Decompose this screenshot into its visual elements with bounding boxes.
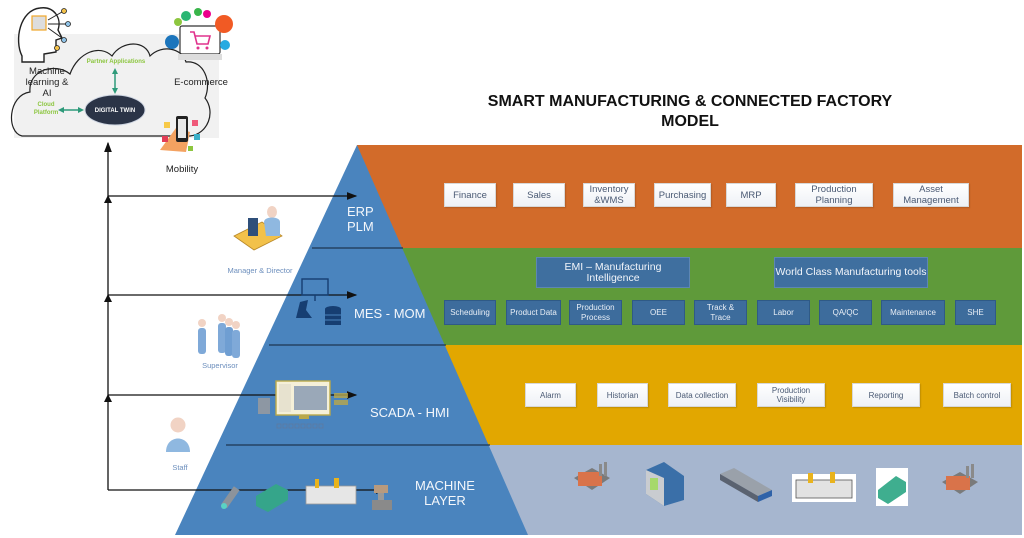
staff-person-icon [166, 417, 190, 452]
digital-twin-label: DIGITAL TWIN [94, 108, 136, 114]
module-label: Production Visibility [771, 386, 811, 404]
arrow-head-up [104, 294, 112, 302]
ecommerce-label: E-commerce [174, 77, 228, 88]
layer-label-scada: SCADA - HMI [370, 405, 450, 420]
scada-module-reporting[interactable]: Reporting [852, 383, 920, 407]
layer-label-line: ERP [347, 204, 374, 219]
mes-group-emi[interactable]: EMI – Manufacturing Intelligence [536, 257, 690, 288]
module-label: Inventory &WMS [589, 184, 629, 206]
cloud-platform-line: Platform [33, 110, 59, 116]
assembly-board-icon [305, 478, 357, 505]
link-arrowhead [58, 107, 64, 113]
control-valve-icon [372, 485, 392, 510]
ml-label-line: learning & [25, 77, 69, 88]
role-supervisor: Supervisor [202, 361, 238, 370]
partner-applications-label: Partner Applications [86, 59, 146, 65]
arrow-head-up [104, 195, 112, 203]
erp-module-finance[interactable]: Finance [444, 183, 496, 207]
module-label: Asset Management [903, 184, 959, 206]
ml-label-line: Machine [29, 66, 65, 77]
mes-group-world-class-tools[interactable]: World Class Manufacturing tools [774, 257, 928, 288]
mobility-phone-icon [160, 116, 200, 152]
network-switch-icon [720, 468, 772, 502]
mes-module-oee[interactable]: OEE [632, 300, 685, 325]
cloud-platform-label: Cloud Platform [28, 101, 64, 117]
mes-module-production-process[interactable]: Production Process [569, 300, 622, 325]
role-staff: Staff [172, 463, 188, 472]
layer-label-machine: MACHINE LAYER [415, 478, 475, 508]
erp-module-mrp[interactable]: MRP [726, 183, 776, 207]
assembly-line-icon [792, 472, 856, 502]
proximity-sensor-icon [221, 486, 240, 509]
scada-module-data-collection[interactable]: Data collection [668, 383, 736, 407]
layer-label-mes: MES - MOM [354, 306, 426, 321]
mes-module-product-data[interactable]: Product Data [506, 300, 561, 325]
sensor-block-icon [876, 468, 908, 506]
ml-label-line: AI [42, 88, 52, 99]
link-arrowhead [112, 88, 118, 94]
arrow-head-up [104, 394, 112, 402]
mes-robot-database-icon [296, 278, 341, 325]
module-label: Production Planning [811, 184, 857, 206]
scada-module-alarm[interactable]: Alarm [525, 383, 576, 407]
scada-module-historian[interactable]: Historian [597, 383, 648, 407]
digital-twin-node [84, 94, 146, 126]
module-label: Track & Trace [706, 302, 735, 322]
erp-module-sales[interactable]: Sales [513, 183, 565, 207]
cloud-platform-line: Cloud [37, 102, 55, 108]
mes-module-scheduling[interactable]: Scheduling [444, 300, 496, 325]
factory-icon [574, 462, 610, 490]
controller-cabinet-icon [646, 462, 684, 506]
erp-module-purchasing[interactable]: Purchasing [654, 183, 711, 207]
role-manager-director: Manager & Director [227, 266, 293, 275]
pyramid [175, 145, 528, 535]
supervisor-group-icon [198, 314, 240, 358]
link-arrowhead [112, 68, 118, 74]
page-title: SMART MANUFACTURING & CONNECTED FACTORY … [440, 92, 940, 132]
scada-module-production-visibility[interactable]: Production Visibility [757, 383, 825, 407]
manager-director-icon [233, 206, 283, 251]
mes-module-qa-qc[interactable]: QA/QC [819, 300, 872, 325]
ai-brain-head-icon [17, 7, 71, 63]
mes-module-labor[interactable]: Labor [757, 300, 810, 325]
scada-hmi-screen-icon [258, 380, 348, 429]
layer-label-erp: ERP PLM [347, 204, 374, 234]
ml-ai-label: Machine learning & AI [18, 66, 76, 99]
ecommerce-monitor-icon [165, 8, 233, 60]
layer-label-line: PLM [347, 219, 374, 234]
mes-module-she[interactable]: SHE [955, 300, 996, 325]
mes-module-track-trace[interactable]: Track & Trace [694, 300, 747, 325]
module-label: Production Process [576, 302, 615, 322]
layer-label-line: MACHINE [415, 478, 475, 493]
mes-module-maintenance[interactable]: Maintenance [881, 300, 945, 325]
erp-module-asset-management[interactable]: Asset Management [893, 183, 969, 207]
title-line-1: SMART MANUFACTURING & CONNECTED FACTORY [487, 93, 893, 110]
title-line-2: MODEL [661, 113, 719, 130]
inductive-sensor-block-icon [256, 484, 288, 512]
erp-module-production-planning[interactable]: Production Planning [795, 183, 873, 207]
erp-module-inventory-wms[interactable]: Inventory &WMS [583, 183, 635, 207]
link-arrowhead [78, 107, 84, 113]
cloud-shape [10, 43, 211, 137]
factory-icon [942, 464, 978, 494]
layer-label-line: LAYER [424, 493, 466, 508]
mobility-label: Mobility [165, 164, 199, 175]
scada-module-batch-control[interactable]: Batch control [943, 383, 1011, 407]
